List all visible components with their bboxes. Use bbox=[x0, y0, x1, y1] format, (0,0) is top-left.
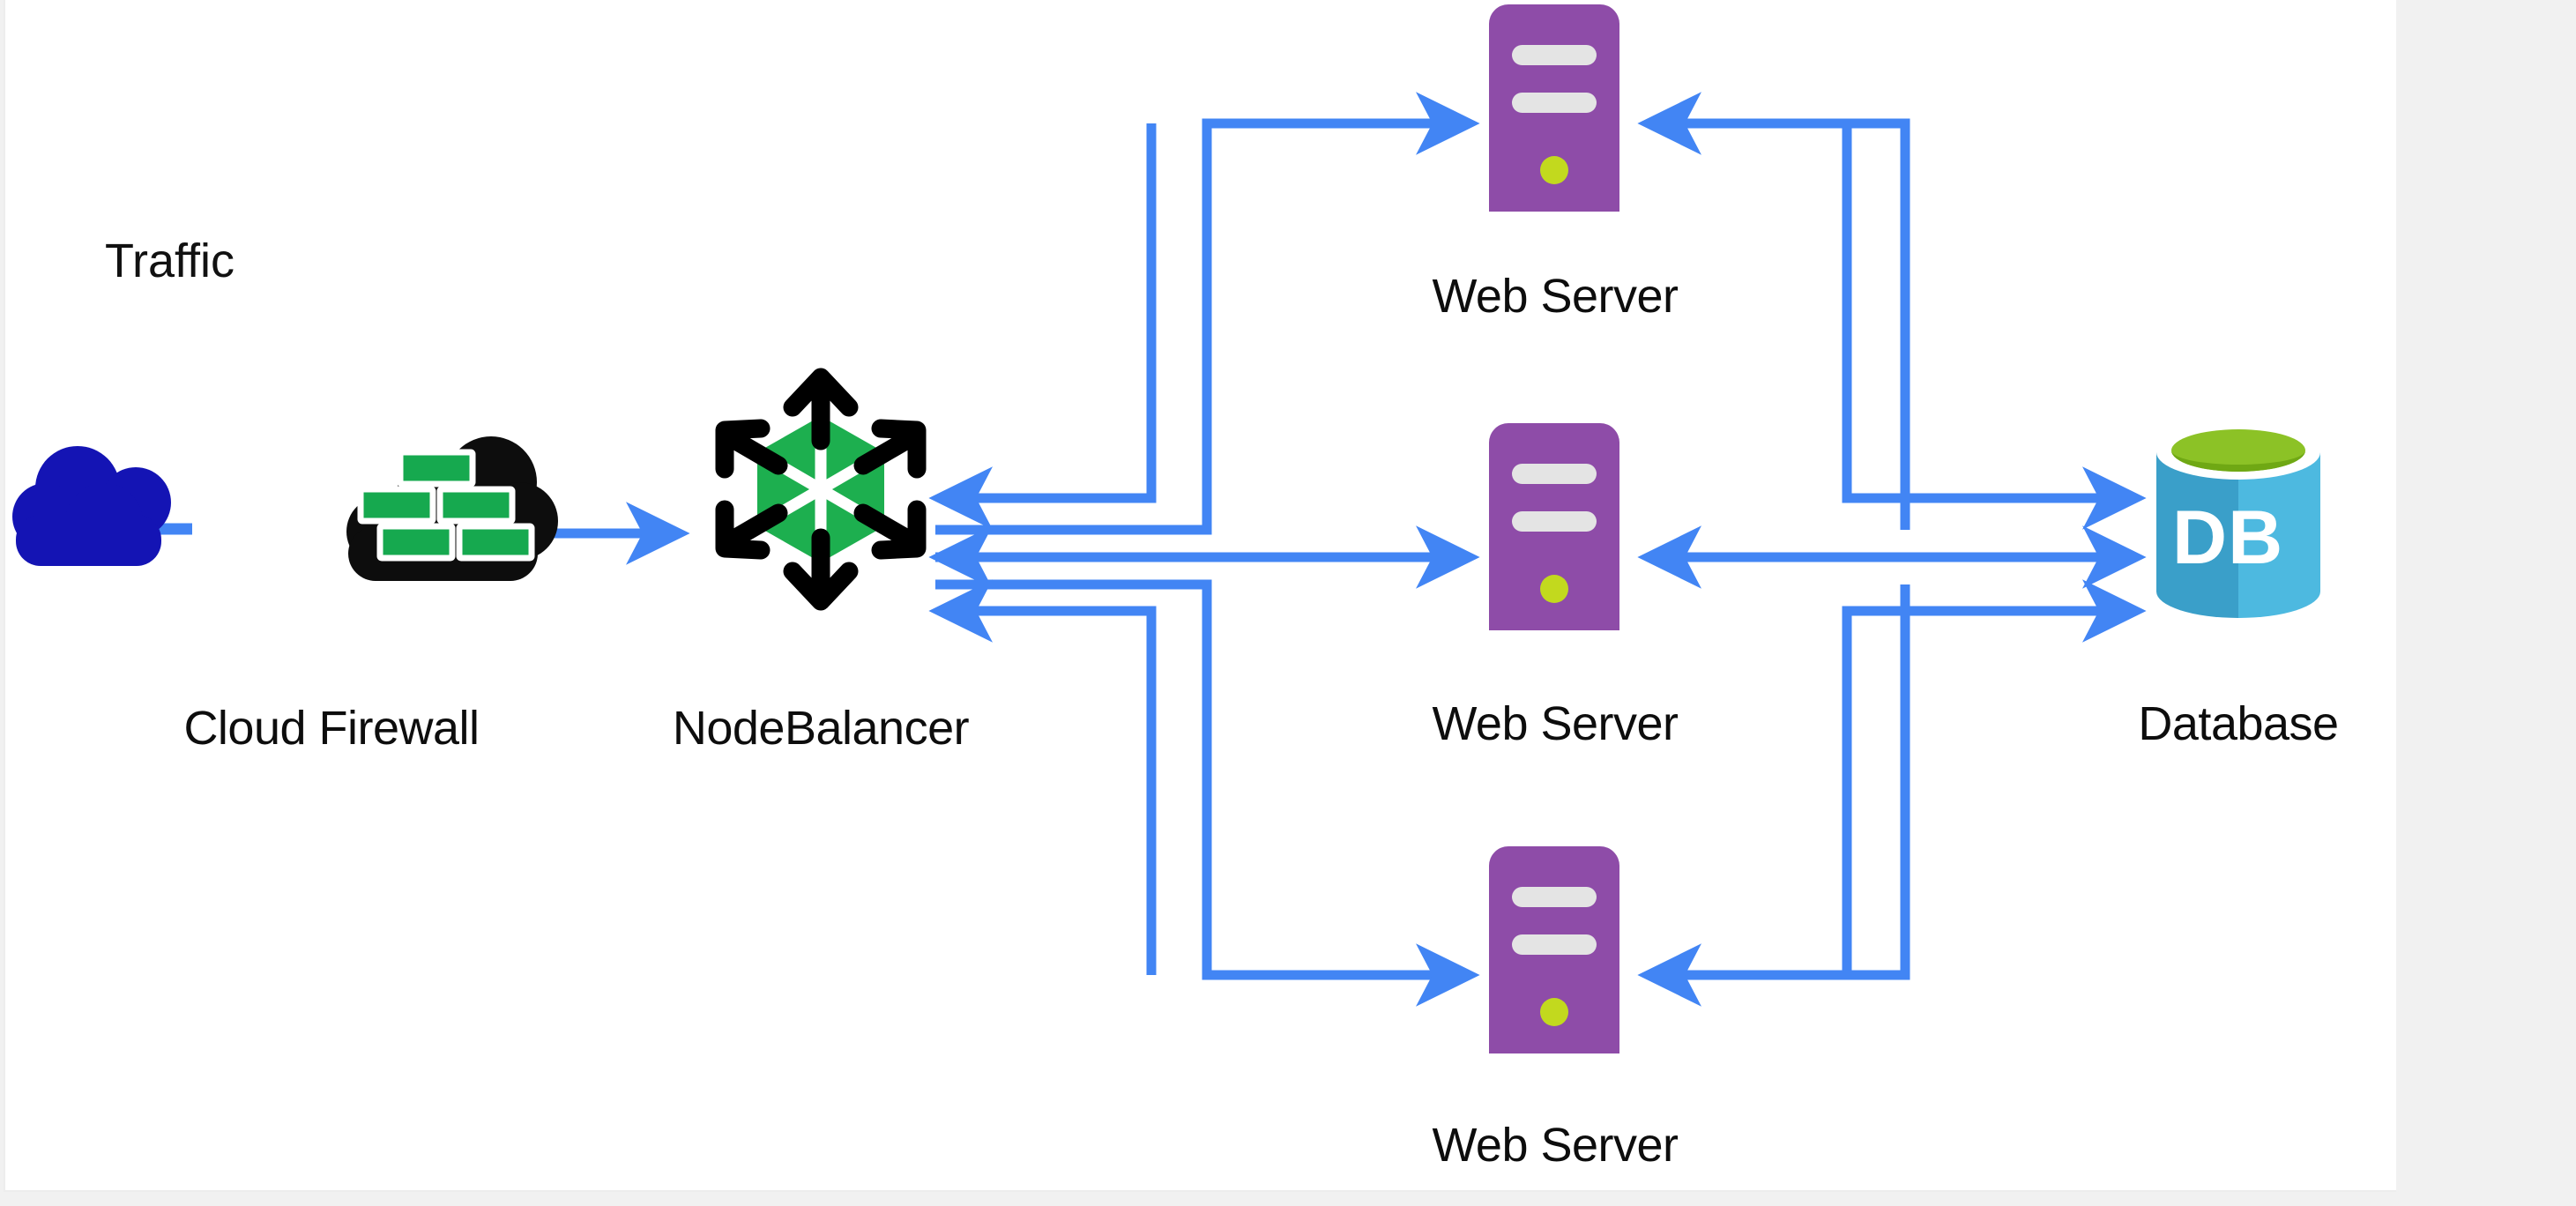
wire-db-to-server-bot bbox=[1637, 584, 1910, 1007]
server-icon bbox=[1489, 846, 1619, 1053]
server-bar-lower bbox=[1512, 934, 1597, 955]
diagram-canvas: Cloud Firewall Traffic bbox=[4, 0, 2396, 1192]
wire-server-bot-to-db bbox=[1842, 579, 2147, 975]
wire-nb-to-server-bot bbox=[935, 579, 1480, 1007]
nodebalancer-icon bbox=[715, 368, 927, 611]
wire-db-to-server-top bbox=[1637, 92, 1910, 530]
web-server-top-label: Web Server bbox=[1432, 270, 1679, 323]
server-icon bbox=[1489, 423, 1619, 630]
server-bar-upper bbox=[1512, 887, 1597, 907]
database-node[interactable]: DB bbox=[2146, 419, 2331, 630]
web-server-top-node[interactable] bbox=[1485, 0, 1626, 216]
web-server-middle-node[interactable] bbox=[1485, 419, 1626, 635]
cloud-firewall-label: Cloud Firewall bbox=[183, 702, 480, 755]
server-bar-lower bbox=[1512, 511, 1597, 532]
wire-nb-to-server-top bbox=[935, 92, 1480, 535]
server-bar-upper bbox=[1512, 464, 1597, 484]
traffic-label: Traffic bbox=[105, 234, 235, 287]
wire-server-top-to-nb bbox=[928, 123, 1157, 530]
nodebalancer-label: NodeBalancer bbox=[672, 702, 970, 755]
web-server-middle-label: Web Server bbox=[1432, 697, 1679, 750]
internet-cloud-node[interactable] bbox=[5, 441, 226, 573]
nodebalancer-node[interactable] bbox=[693, 361, 949, 617]
wire-server-bot-to-nb bbox=[928, 579, 1157, 975]
database-icon bbox=[2156, 425, 2320, 618]
connection-layer bbox=[138, 92, 2147, 1007]
web-server-bottom-node[interactable] bbox=[1485, 842, 1626, 1058]
server-status-dot bbox=[1540, 156, 1568, 184]
database-label: Database bbox=[2138, 697, 2339, 750]
server-bar-upper bbox=[1512, 45, 1597, 65]
firewall-icon bbox=[346, 436, 558, 581]
database-glyph: DB bbox=[2172, 495, 2284, 580]
wire-server-top-to-db bbox=[1842, 123, 2147, 530]
cloud-firewall-node[interactable] bbox=[318, 428, 574, 595]
server-icon bbox=[1489, 4, 1619, 212]
server-status-dot bbox=[1540, 998, 1568, 1026]
web-server-bottom-label: Web Server bbox=[1432, 1119, 1679, 1172]
server-status-dot bbox=[1540, 575, 1568, 603]
server-bar-lower bbox=[1512, 93, 1597, 113]
cloud-icon bbox=[12, 446, 171, 566]
